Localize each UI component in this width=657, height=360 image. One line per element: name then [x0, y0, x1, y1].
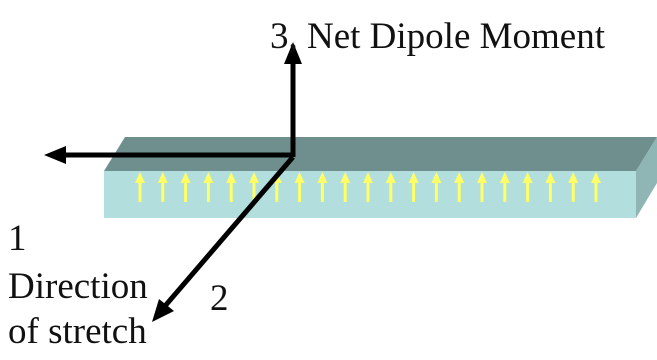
- dipole-arrow: [340, 172, 351, 202]
- dipole-arrow: [180, 172, 191, 202]
- dipole-arrow: [294, 172, 305, 202]
- dipole-arrows: [135, 172, 601, 202]
- of-stretch-label: of stretch: [8, 311, 147, 352]
- axis-1-label: 1: [8, 218, 27, 259]
- direction-label: Direction: [8, 266, 148, 307]
- dipole-arrow: [408, 172, 419, 202]
- axis-1-arrow: [44, 146, 293, 164]
- dipole-arrow: [385, 172, 396, 202]
- dipole-arrow: [203, 172, 214, 202]
- dipole-arrow: [499, 172, 510, 202]
- dipole-arrow: [431, 172, 442, 202]
- dipole-arrow: [545, 172, 556, 202]
- dipole-arrow: [568, 172, 579, 202]
- slab-side-face: [636, 137, 657, 218]
- dipole-arrow: [135, 172, 145, 202]
- dipole-arrow: [157, 172, 168, 202]
- dipole-arrow: [363, 172, 373, 202]
- dipole-arrow: [477, 172, 487, 202]
- dipole-arrow: [226, 172, 237, 202]
- dipole-arrow: [454, 172, 465, 202]
- axis-2-arrow: [152, 155, 295, 322]
- dipole-arrow: [317, 172, 328, 202]
- dipole-arrow: [522, 172, 533, 202]
- slab-top-face: [104, 137, 657, 171]
- net-dipole-moment-label: 3, Net Dipole Moment: [270, 16, 606, 57]
- dipole-arrow: [591, 172, 601, 202]
- axis-3-arrow: [284, 42, 302, 157]
- axis-2-label: 2: [210, 278, 229, 319]
